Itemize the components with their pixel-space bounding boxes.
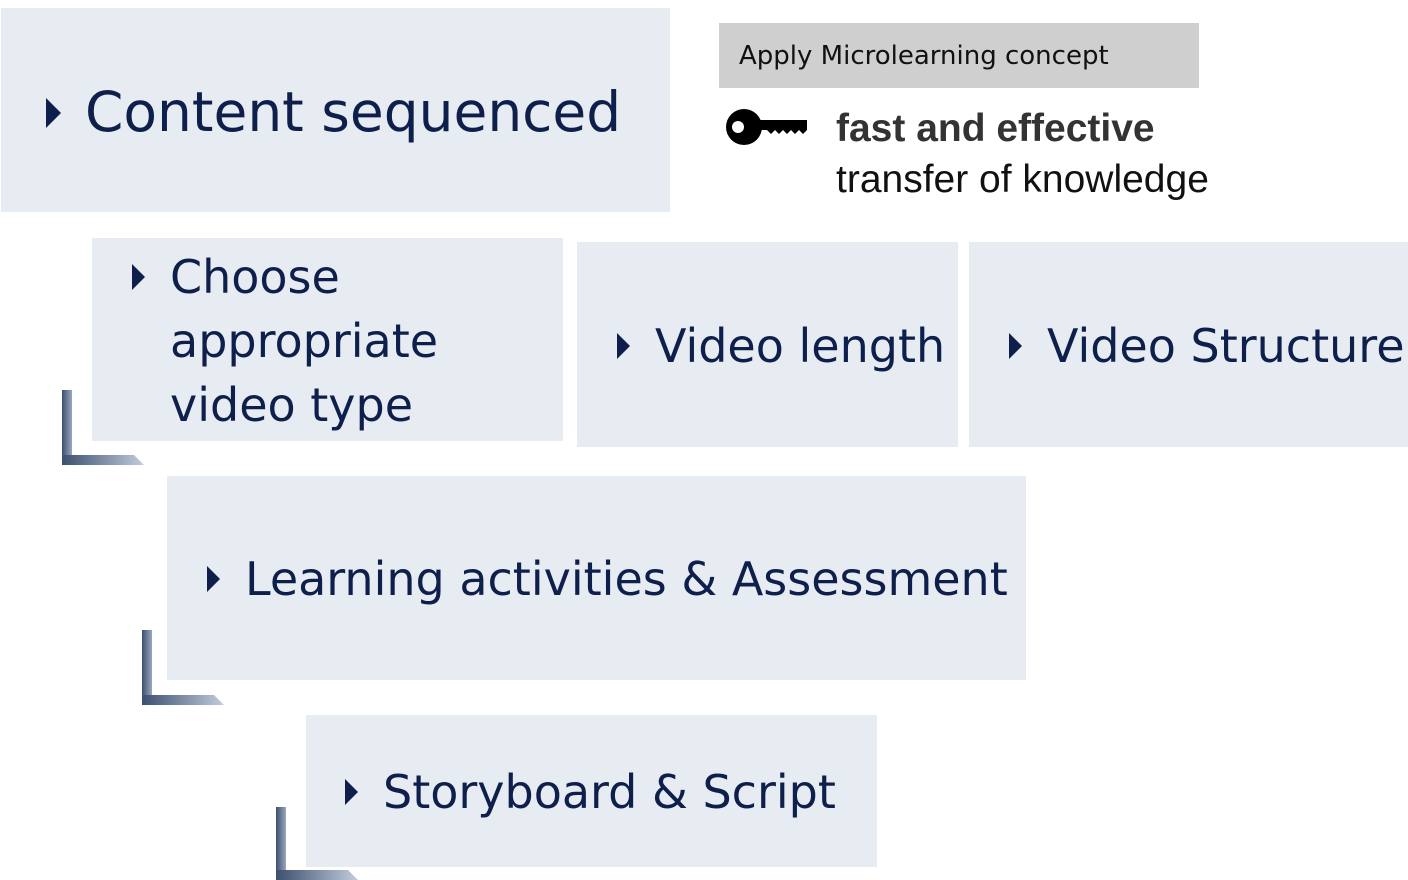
key-icon	[726, 109, 807, 145]
elbow-connector	[276, 807, 358, 880]
step-label: Learning activities & Assessment	[245, 552, 1008, 606]
step-video-length: Video length	[617, 314, 945, 378]
callout-bold: fast and effective	[836, 107, 1155, 150]
step-content-sequenced: Content sequenced	[46, 80, 621, 144]
bullet-triangle-icon	[345, 779, 358, 805]
bullet-triangle-icon	[207, 566, 220, 592]
step-box-video-type	[92, 238, 563, 441]
step-box-learning-activities	[167, 476, 1026, 680]
step-learning-activities: Learning activities & Assessment	[207, 547, 1008, 611]
elbow-connector	[62, 390, 144, 465]
callout-note: fast and effective transfer of knowledge	[836, 103, 1256, 205]
microlearning-tag: Apply Microlearning concept	[719, 23, 1199, 88]
step-box-content-sequenced	[1, 8, 670, 212]
callout-rest: transfer of knowledge	[836, 158, 1209, 201]
step-label: Video Structure	[1047, 319, 1405, 373]
step-label: Choose appropriate video type	[170, 250, 439, 432]
bullet-triangle-icon	[617, 333, 630, 359]
step-box-storyboard	[306, 715, 877, 867]
step-storyboard: Storyboard & Script	[345, 760, 836, 824]
bullet-triangle-icon	[46, 98, 61, 128]
elbow-connector	[142, 630, 224, 705]
step-video-type: Choose appropriate video type	[132, 245, 490, 437]
step-label: Content sequenced	[85, 80, 622, 144]
bullet-triangle-icon	[1009, 333, 1022, 359]
bullet-triangle-icon	[132, 264, 145, 290]
step-label: Video length	[655, 319, 946, 373]
step-video-structure: Video Structure	[1009, 314, 1405, 378]
microlearning-tag-text: Apply Microlearning concept	[739, 40, 1109, 71]
step-label: Storyboard & Script	[383, 765, 836, 819]
step-box-video-length	[577, 242, 958, 447]
step-box-video-structure	[969, 242, 1408, 447]
